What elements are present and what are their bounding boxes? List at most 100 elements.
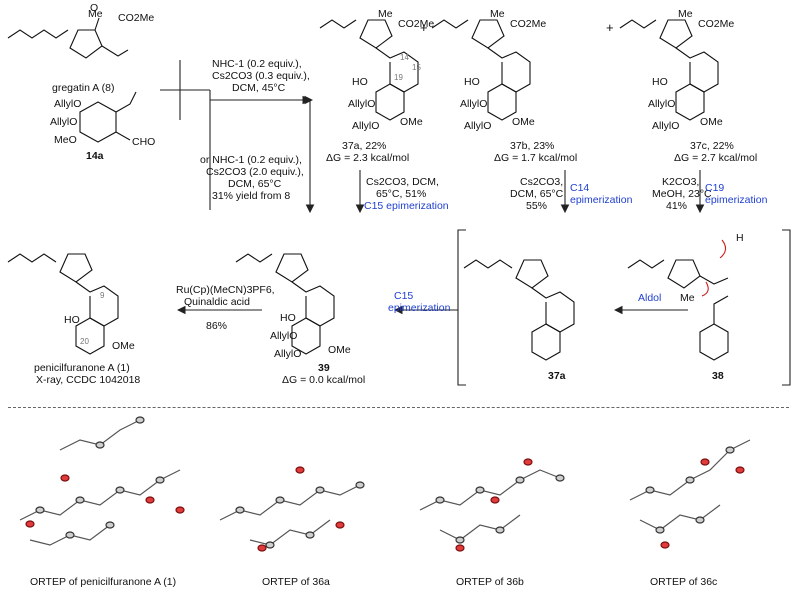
red-arrows-38 bbox=[701, 239, 727, 297]
conv-a-line1: Cs2CO3, DCM, bbox=[366, 176, 439, 188]
final-label-2: X-ray, CCDC 1042018 bbox=[36, 374, 141, 386]
atom-allylo-37a-2: AllylO bbox=[352, 120, 380, 132]
epi-label: epimerization bbox=[388, 302, 451, 314]
ortep-36b-image bbox=[419, 458, 565, 552]
compound-39-structure bbox=[235, 253, 335, 355]
atom-ho-37b: HO bbox=[464, 76, 480, 88]
plus-1: + bbox=[420, 20, 428, 35]
atom-allylo-37c-2: AllylO bbox=[652, 120, 680, 132]
compound-37b-structure bbox=[431, 19, 531, 121]
step1-line3: DCM, 45°C bbox=[232, 82, 286, 94]
atom-ho-1: HO bbox=[64, 314, 80, 326]
conv-c-line1: K2CO3, bbox=[662, 176, 700, 188]
atom-allylo-39-1: AllylO bbox=[270, 330, 298, 342]
product-37b-dg: ΔG = 1.7 kcal/mol bbox=[494, 152, 578, 164]
atom-ho-39: HO bbox=[280, 312, 296, 324]
aldol-label: Aldol bbox=[638, 292, 662, 304]
compound-38-structure bbox=[627, 259, 729, 361]
bracket-left bbox=[457, 229, 466, 386]
gregatin-label: gregatin A (8) bbox=[52, 82, 115, 94]
plus-2: + bbox=[606, 20, 614, 35]
step1-line2: Cs2CO3 (0.3 equiv.), bbox=[212, 70, 310, 82]
ru-line1: Ru(Cp)(MeCN)3PF6, bbox=[176, 284, 275, 296]
conv-b-note2: epimerization bbox=[570, 194, 633, 206]
ortep-36a-image bbox=[219, 466, 365, 552]
step2-line2: Cs2CO3 (2.0 equiv.), bbox=[206, 166, 304, 178]
conv-c-line3: 41% bbox=[666, 200, 688, 212]
num-20-1: 20 bbox=[80, 337, 89, 346]
compound-39-dg: ΔG = 0.0 kcal/mol bbox=[282, 374, 366, 386]
ortep-caption-3: ORTEP of 36b bbox=[456, 576, 524, 588]
atom-ome-1: OMe bbox=[112, 340, 135, 352]
epi-c15: C15 bbox=[394, 290, 414, 302]
atom-co2me-37c: CO2Me bbox=[698, 18, 735, 30]
num-19-37a: 19 bbox=[394, 73, 403, 82]
aldehyde-14a-structure bbox=[79, 91, 137, 143]
atom-ome-37c: OMe bbox=[700, 116, 723, 128]
conv-b-line1: Cs2CO3, bbox=[520, 176, 564, 188]
product-37a-dg: ΔG = 2.3 kcal/mol bbox=[326, 152, 410, 164]
atom-ome-37b: OMe bbox=[512, 116, 535, 128]
atom-ome-39: OMe bbox=[328, 344, 351, 356]
atom-ome-37a: OMe bbox=[400, 116, 423, 128]
aldehyde-label: 14a bbox=[86, 150, 104, 162]
step1-line1: NHC-1 (0.2 equiv.), bbox=[212, 58, 302, 70]
compound-37a-structure bbox=[319, 19, 419, 121]
atom-me-37b: Me bbox=[490, 8, 505, 20]
atom-mec-38: Me bbox=[680, 292, 695, 304]
ortep-1-image bbox=[19, 416, 185, 546]
num-9-1: 9 bbox=[100, 291, 105, 300]
atom-o-1: O bbox=[90, 2, 99, 14]
atom-me-1: Me bbox=[88, 8, 103, 20]
atom-ho-37a: HO bbox=[352, 76, 368, 88]
section-divider bbox=[8, 407, 789, 408]
ru-line2: Quinaldic acid bbox=[184, 296, 250, 308]
ortep-caption-1: ORTEP of penicilfuranone A (1) bbox=[30, 576, 177, 588]
conv-a-note: C15 epimerization bbox=[364, 200, 449, 212]
atom-allylo-39-2: AllylO bbox=[274, 348, 302, 360]
bracket-right bbox=[782, 229, 791, 386]
compound-39-label: 39 bbox=[318, 362, 330, 374]
step2-line3: DCM, 65°C bbox=[228, 178, 282, 190]
ortep-caption-2: ORTEP of 36a bbox=[262, 576, 330, 588]
conv-c-note1: C19 bbox=[705, 182, 725, 194]
compound-38-label: 38 bbox=[712, 370, 724, 382]
atom-allylo-14a-1: AllylO bbox=[54, 98, 82, 110]
compound-37a-bottom-structure bbox=[463, 259, 575, 361]
ortep-36c-image bbox=[629, 439, 751, 549]
atom-cho-14a: CHO bbox=[132, 136, 156, 148]
compound-1-structure bbox=[7, 253, 119, 355]
atom-allylo-37b-1: AllylO bbox=[460, 98, 488, 110]
atom-co2me-37a: CO2Me bbox=[398, 18, 435, 30]
conv-b-line3: 55% bbox=[526, 200, 548, 212]
num-14-37a: 14 bbox=[400, 53, 409, 62]
gregatin-structure bbox=[7, 17, 129, 59]
product-37a-label: 37a, 22% bbox=[342, 140, 387, 152]
conv-b-note1: C14 bbox=[570, 182, 590, 194]
atom-me-37a: Me bbox=[378, 8, 393, 20]
atom-ho-37c: HO bbox=[652, 76, 668, 88]
product-37c-label: 37c, 22% bbox=[690, 140, 734, 152]
compound-37a-bottom-label: 37a bbox=[548, 370, 566, 382]
conv-c-note2: epimerization bbox=[705, 194, 768, 206]
atom-allylo-14a-2: AllylO bbox=[50, 116, 78, 128]
atom-co2me-1: CO2Me bbox=[118, 12, 155, 24]
product-37c-dg: ΔG = 2.7 kcal/mol bbox=[674, 152, 758, 164]
ortep-caption-4: ORTEP of 36c bbox=[650, 576, 718, 588]
atom-allylo-37b-2: AllylO bbox=[464, 120, 492, 132]
atom-co2me-37b: CO2Me bbox=[510, 18, 547, 30]
ru-line3: 86% bbox=[206, 320, 228, 332]
atom-allylo-37c-1: AllylO bbox=[648, 98, 676, 110]
step2-line1: or NHC-1 (0.2 equiv.), bbox=[200, 154, 302, 166]
atom-meo-14a: MeO bbox=[54, 134, 77, 146]
num-15-37a: 15 bbox=[412, 63, 421, 72]
atom-me-37c: Me bbox=[678, 8, 693, 20]
step2-line4: 31% yield from 8 bbox=[212, 190, 291, 202]
compound-37c-structure bbox=[619, 19, 719, 121]
conv-a-line2: 65°C, 51% bbox=[376, 188, 427, 200]
conv-b-line2: DCM, 65°C bbox=[510, 188, 564, 200]
atom-allylo-37a-1: AllylO bbox=[348, 98, 376, 110]
final-label-1: penicilfuranone A (1) bbox=[34, 362, 130, 374]
conv-c-line2: MeOH, 23°C bbox=[652, 188, 712, 200]
